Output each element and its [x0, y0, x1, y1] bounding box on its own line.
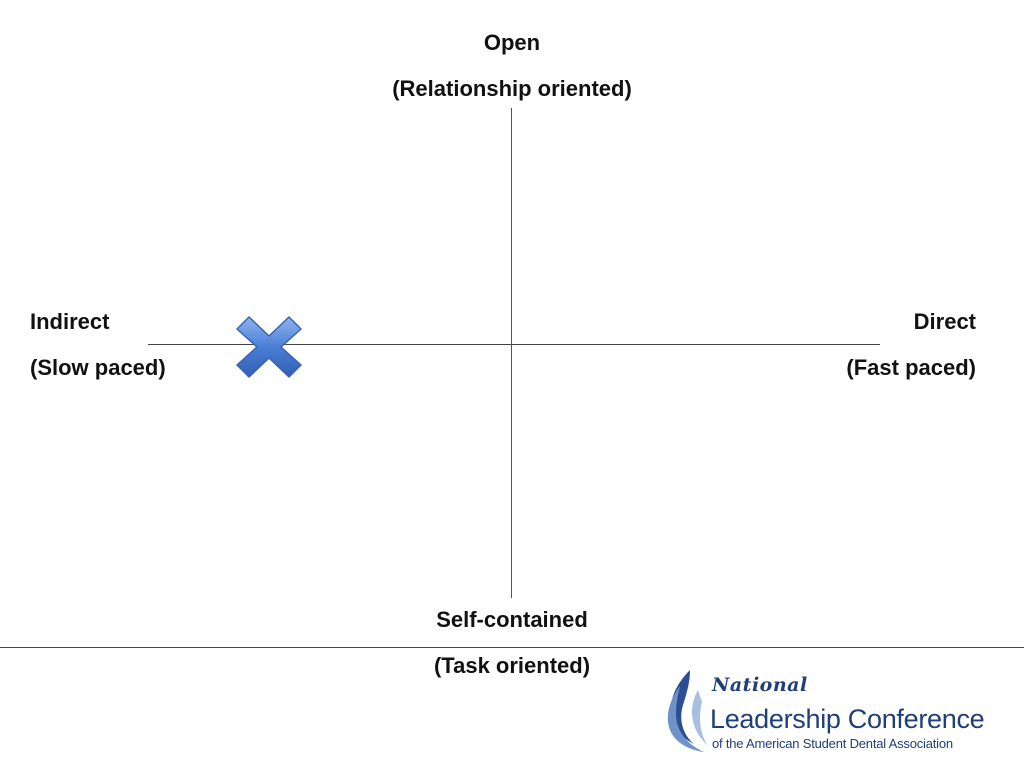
label-top-open: Open (Relationship oriented): [392, 30, 632, 102]
logo-national: National: [712, 674, 808, 696]
label-top-title: Open: [483, 30, 541, 55]
nlc-logo: National Leadership Conference of the Am…: [660, 668, 1000, 758]
label-left-title: Indirect: [30, 309, 110, 334]
label-bottom-title: Self-contained: [436, 607, 588, 632]
label-right-direct: Direct (Fast paced): [846, 309, 976, 381]
label-left-subtitle: (Slow paced): [30, 355, 166, 380]
vertical-axis: [511, 108, 512, 598]
label-bottom-self-contained: Self-contained (Task oriented): [434, 607, 590, 679]
label-top-subtitle: (Relationship oriented): [392, 76, 632, 101]
label-right-title: Direct: [913, 309, 976, 334]
footer-divider: [0, 647, 1024, 648]
label-right-subtitle: (Fast paced): [846, 355, 976, 380]
x-mark-icon: [236, 316, 302, 378]
label-bottom-subtitle: (Task oriented): [433, 653, 591, 678]
flame-logo-icon: [667, 670, 708, 752]
logo-leadership-conference: Leadership Conference: [710, 704, 985, 734]
label-left-indirect: Indirect (Slow paced): [30, 309, 166, 381]
logo-asda: of the American Student Dental Associati…: [712, 736, 953, 751]
horizontal-axis: [148, 344, 880, 345]
